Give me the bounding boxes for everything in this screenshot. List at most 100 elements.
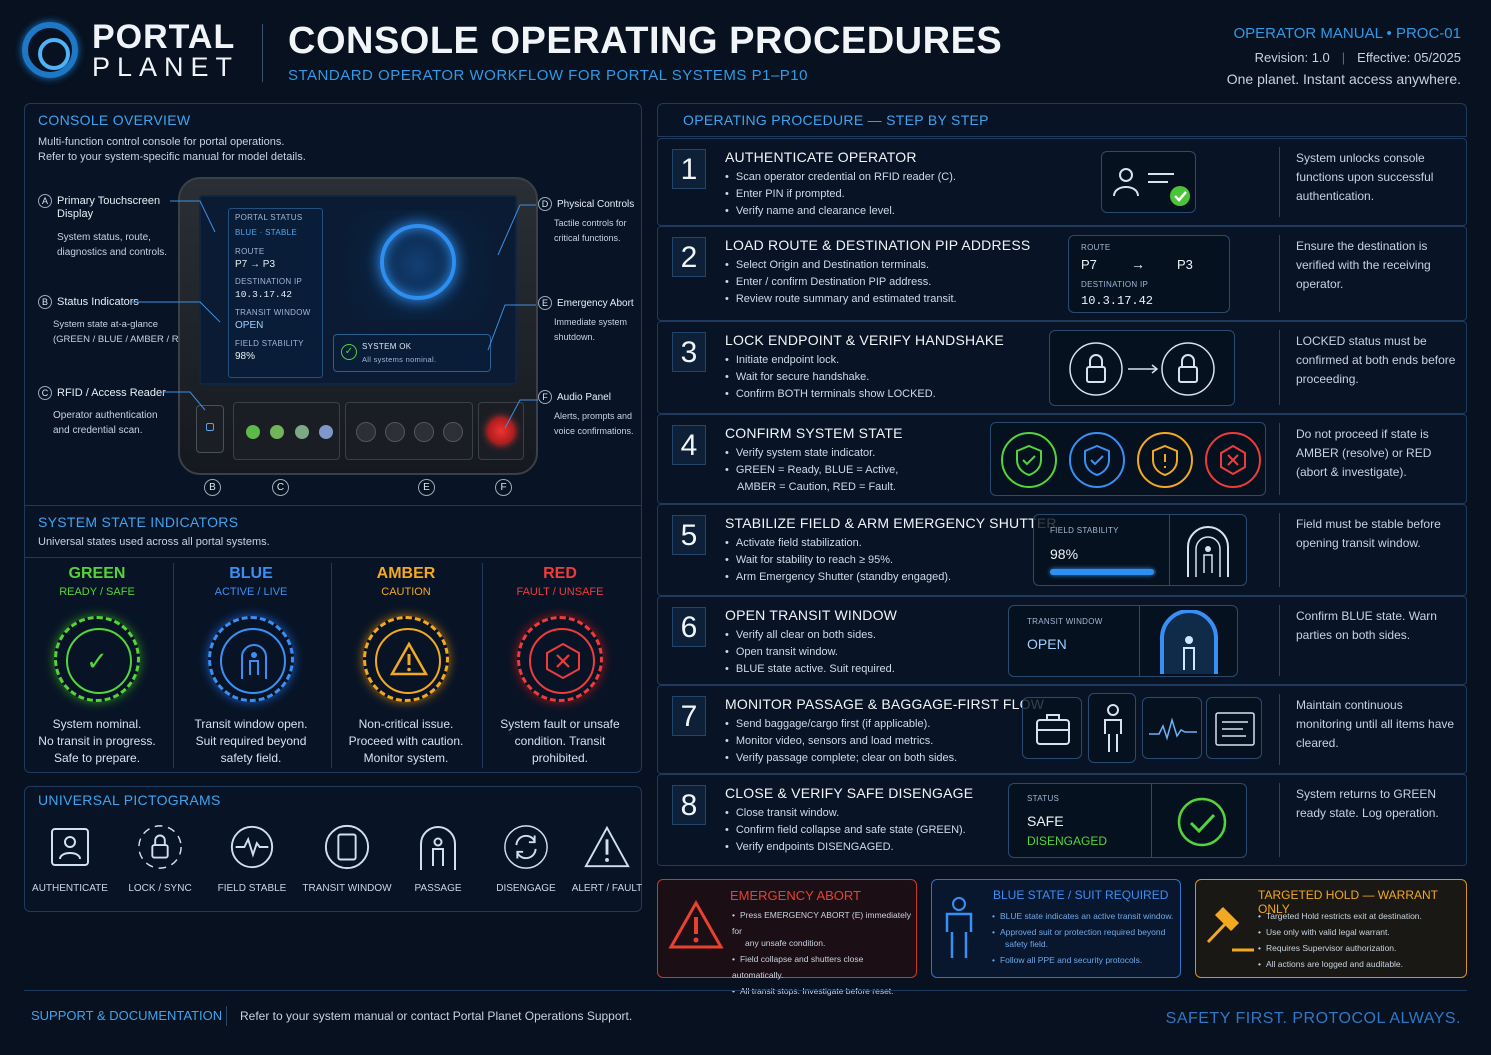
display-dest-value: 10.3.17.42 (235, 289, 293, 300)
state-name: AMBER (376, 565, 436, 582)
display-field-value: 98% (235, 351, 256, 362)
step-title: CLOSE & VERIFY SAFE DISENGAGE (725, 785, 974, 801)
callout-title: Audio Panel (557, 392, 611, 403)
system-state-subtitle: Universal states used across all portal … (38, 536, 270, 548)
step-bullet: Verify endpoints DISENGAGED. (725, 839, 966, 856)
step-title: LOCK ENDPOINT & VERIFY HANDSHAKE (725, 332, 1004, 348)
callout-letter: F (538, 390, 552, 404)
state-desc-2: No transit in progress. (38, 734, 156, 748)
support-title: SUPPORT & DOCUMENTATION (31, 1008, 223, 1023)
effective-date: Effective: 05/2025 (1357, 50, 1461, 65)
field-stability-value: 98% (1050, 546, 1079, 562)
route-to: P3 (1177, 257, 1193, 272)
alert-bullet: Press EMERGENCY ABORT (E) immediately fo… (732, 907, 914, 939)
step-number: 7 (672, 696, 706, 736)
blue-indicator (319, 425, 333, 439)
step-note: Field must be stable before opening tran… (1296, 517, 1441, 550)
picto-lock-sync: LOCK / SYNC (115, 823, 205, 894)
display-transit-label: TRANSIT WINDOW (235, 308, 311, 317)
passage-arch-icon (414, 823, 462, 871)
callout-title: RFID / Access Reader (57, 387, 166, 399)
control-knob[interactable] (356, 422, 376, 442)
state-sub: FAULT / UNSAFE (516, 586, 604, 598)
transit-window-card: TRANSIT WINDOW OPEN (1008, 605, 1238, 677)
step-title: LOAD ROUTE & DESTINATION PIP ADDRESS (725, 237, 1031, 253)
step-bullet: Activate field stabilization. (725, 535, 951, 552)
picto-label: FIELD STABLE (217, 883, 287, 894)
divider (1151, 784, 1152, 857)
state-sub: CAUTION (381, 586, 431, 598)
step-number: 2 (672, 237, 706, 277)
step-divider (1279, 513, 1280, 587)
person-icon (1088, 693, 1136, 763)
manual-id: OPERATOR MANUAL • PROC-01 (1233, 25, 1461, 42)
step-bullet: Verify system state indicator. (725, 445, 898, 462)
field-stability-fill (1050, 569, 1154, 575)
step-bullet: Verify name and clearance level. (725, 203, 956, 220)
state-desc-1: System nominal. (52, 717, 142, 731)
refresh-cycle-icon (502, 823, 550, 871)
step-bullet: Confirm BOTH terminals show LOCKED. (725, 386, 936, 403)
step-bullet: BLUE state active. Suit required. (725, 661, 895, 678)
picto-label: DISENGAGE (496, 883, 556, 894)
display-route-label: ROUTE (235, 247, 265, 256)
step-bullets: Close transit window.Confirm field colla… (725, 805, 966, 856)
step-title: STABILIZE FIELD & ARM EMERGENCY SHUTTER (725, 515, 1057, 531)
step-number: 1 (672, 149, 706, 189)
field-stability-card: FIELD STABILITY 98% (1033, 514, 1247, 586)
step-bullets: Scan operator credential on RFID reader … (725, 169, 956, 220)
callout-desc1: Operator authentication (53, 410, 158, 421)
control-knob[interactable] (385, 422, 405, 442)
alert-bullet: Approved suit or protection required bey… (992, 924, 1178, 940)
shutter-arch-icon (1187, 526, 1229, 577)
step-divider (1279, 235, 1280, 312)
step-bullets: Verify all clear on both sides.Open tran… (725, 627, 895, 678)
status-label: STATUS (1027, 794, 1060, 803)
step-bullets: Send baggage/cargo first (if applicable)… (725, 716, 957, 767)
callout-lines (132, 200, 538, 429)
step-bullet: Enter / confirm Destination PIP address. (725, 274, 957, 291)
step-1: 1 AUTHENTICATE OPERATOR Scan operator cred… (657, 138, 1467, 226)
log-list-icon (1206, 697, 1262, 759)
emergency-abort-button[interactable] (487, 417, 515, 445)
alert-bullet: All actions are logged and auditable. (1258, 956, 1464, 972)
callout-title: Physical Controls (557, 199, 635, 210)
green-indicator-2 (270, 425, 284, 439)
alert-triangle-icon (583, 823, 631, 871)
step-2: 2 LOAD ROUTE & DESTINATION PIP ADDRESS Sel… (657, 226, 1467, 321)
rfid-reader[interactable] (196, 405, 224, 453)
divider (173, 563, 174, 768)
status-safe-card: STATUS SAFE DISENGAGED (1008, 783, 1247, 858)
display-dest-label: DESTINATION IP (235, 277, 303, 286)
step-bullet: Open transit window. (725, 644, 895, 661)
step-bullets: Activate field stabilization.Wait for st… (725, 535, 951, 586)
procedure-header (657, 103, 1467, 137)
state-blue: BLUE ACTIVE / LIVE Transit window open.S… (176, 565, 326, 767)
picto-label: TRANSIT WINDOW (302, 883, 392, 894)
teal-indicator (295, 425, 309, 439)
warning-triangle-icon (668, 900, 724, 949)
state-desc-3: Monitor system. (363, 751, 449, 765)
step-divider (1279, 147, 1280, 217)
label-e: E (418, 479, 435, 496)
step-number: 3 (672, 332, 706, 372)
emergency-abort-box: EMERGENCY ABORT Press EMERGENCY ABORT (E… (657, 879, 917, 996)
display-portal-status-value: BLUE · STABLE (235, 228, 297, 237)
step-bullet: Close transit window. (725, 805, 966, 822)
step-7: 7 MONITOR PASSAGE & BAGGAGE-FIRST FLOW Sen… (657, 685, 1467, 774)
callout-desc2: voice confirmations. (554, 426, 634, 436)
control-knob[interactable] (443, 422, 463, 442)
picto-alert-fault: ALERT / FAULT (562, 823, 652, 894)
control-knob[interactable] (414, 422, 434, 442)
step-bullet: Wait for secure handshake. (725, 369, 936, 386)
picto-field-stable: FIELD STABLE (207, 823, 297, 894)
alert-bullet: Requires Supervisor authorization. (1258, 940, 1464, 956)
step-bullets: Select Origin and Destination terminals.… (725, 257, 957, 308)
step-note: Maintain continuous monitoring until all… (1296, 698, 1455, 750)
step-title: MONITOR PASSAGE & BAGGAGE-FIRST FLOW (725, 696, 1045, 712)
step-bullet: Verify passage complete; clear on both s… (725, 750, 957, 767)
page-title: CONSOLE OPERATING PROCEDURES (288, 20, 1003, 62)
step-title: AUTHENTICATE OPERATOR (725, 149, 917, 165)
